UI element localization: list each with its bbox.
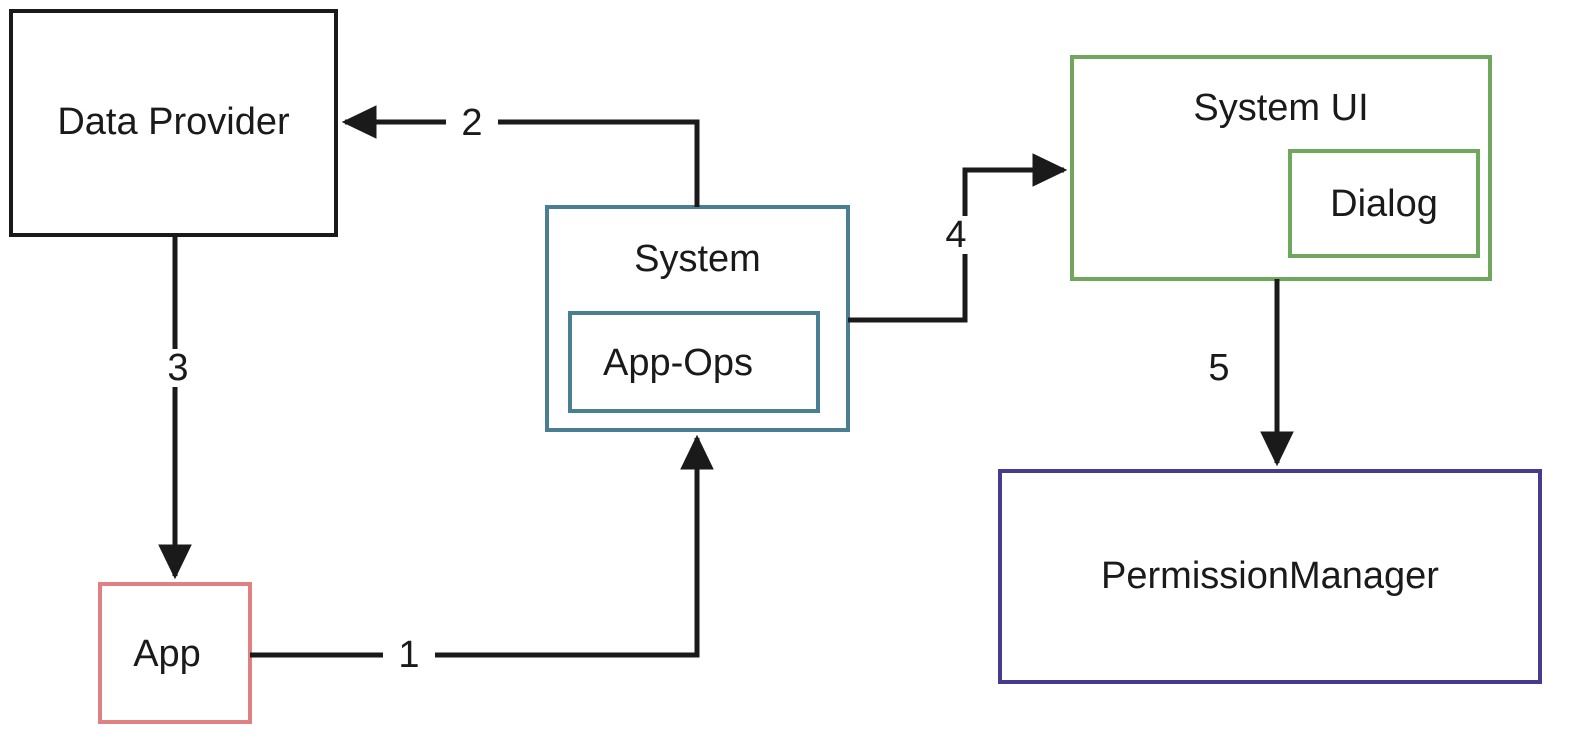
edge-path-edge-1[interactable] (250, 434, 714, 658)
node-box-app-ops[interactable] (568, 311, 820, 413)
edge-path-edge-2[interactable] (341, 105, 700, 207)
node-box-dialog[interactable] (1288, 149, 1480, 258)
node-box-data-provider[interactable] (9, 9, 338, 237)
node-box-permission-manager[interactable] (998, 469, 1542, 684)
node-box-app[interactable] (98, 582, 252, 724)
node-shape-group (9, 9, 1542, 724)
edge-path-edge-4[interactable] (848, 153, 1068, 323)
